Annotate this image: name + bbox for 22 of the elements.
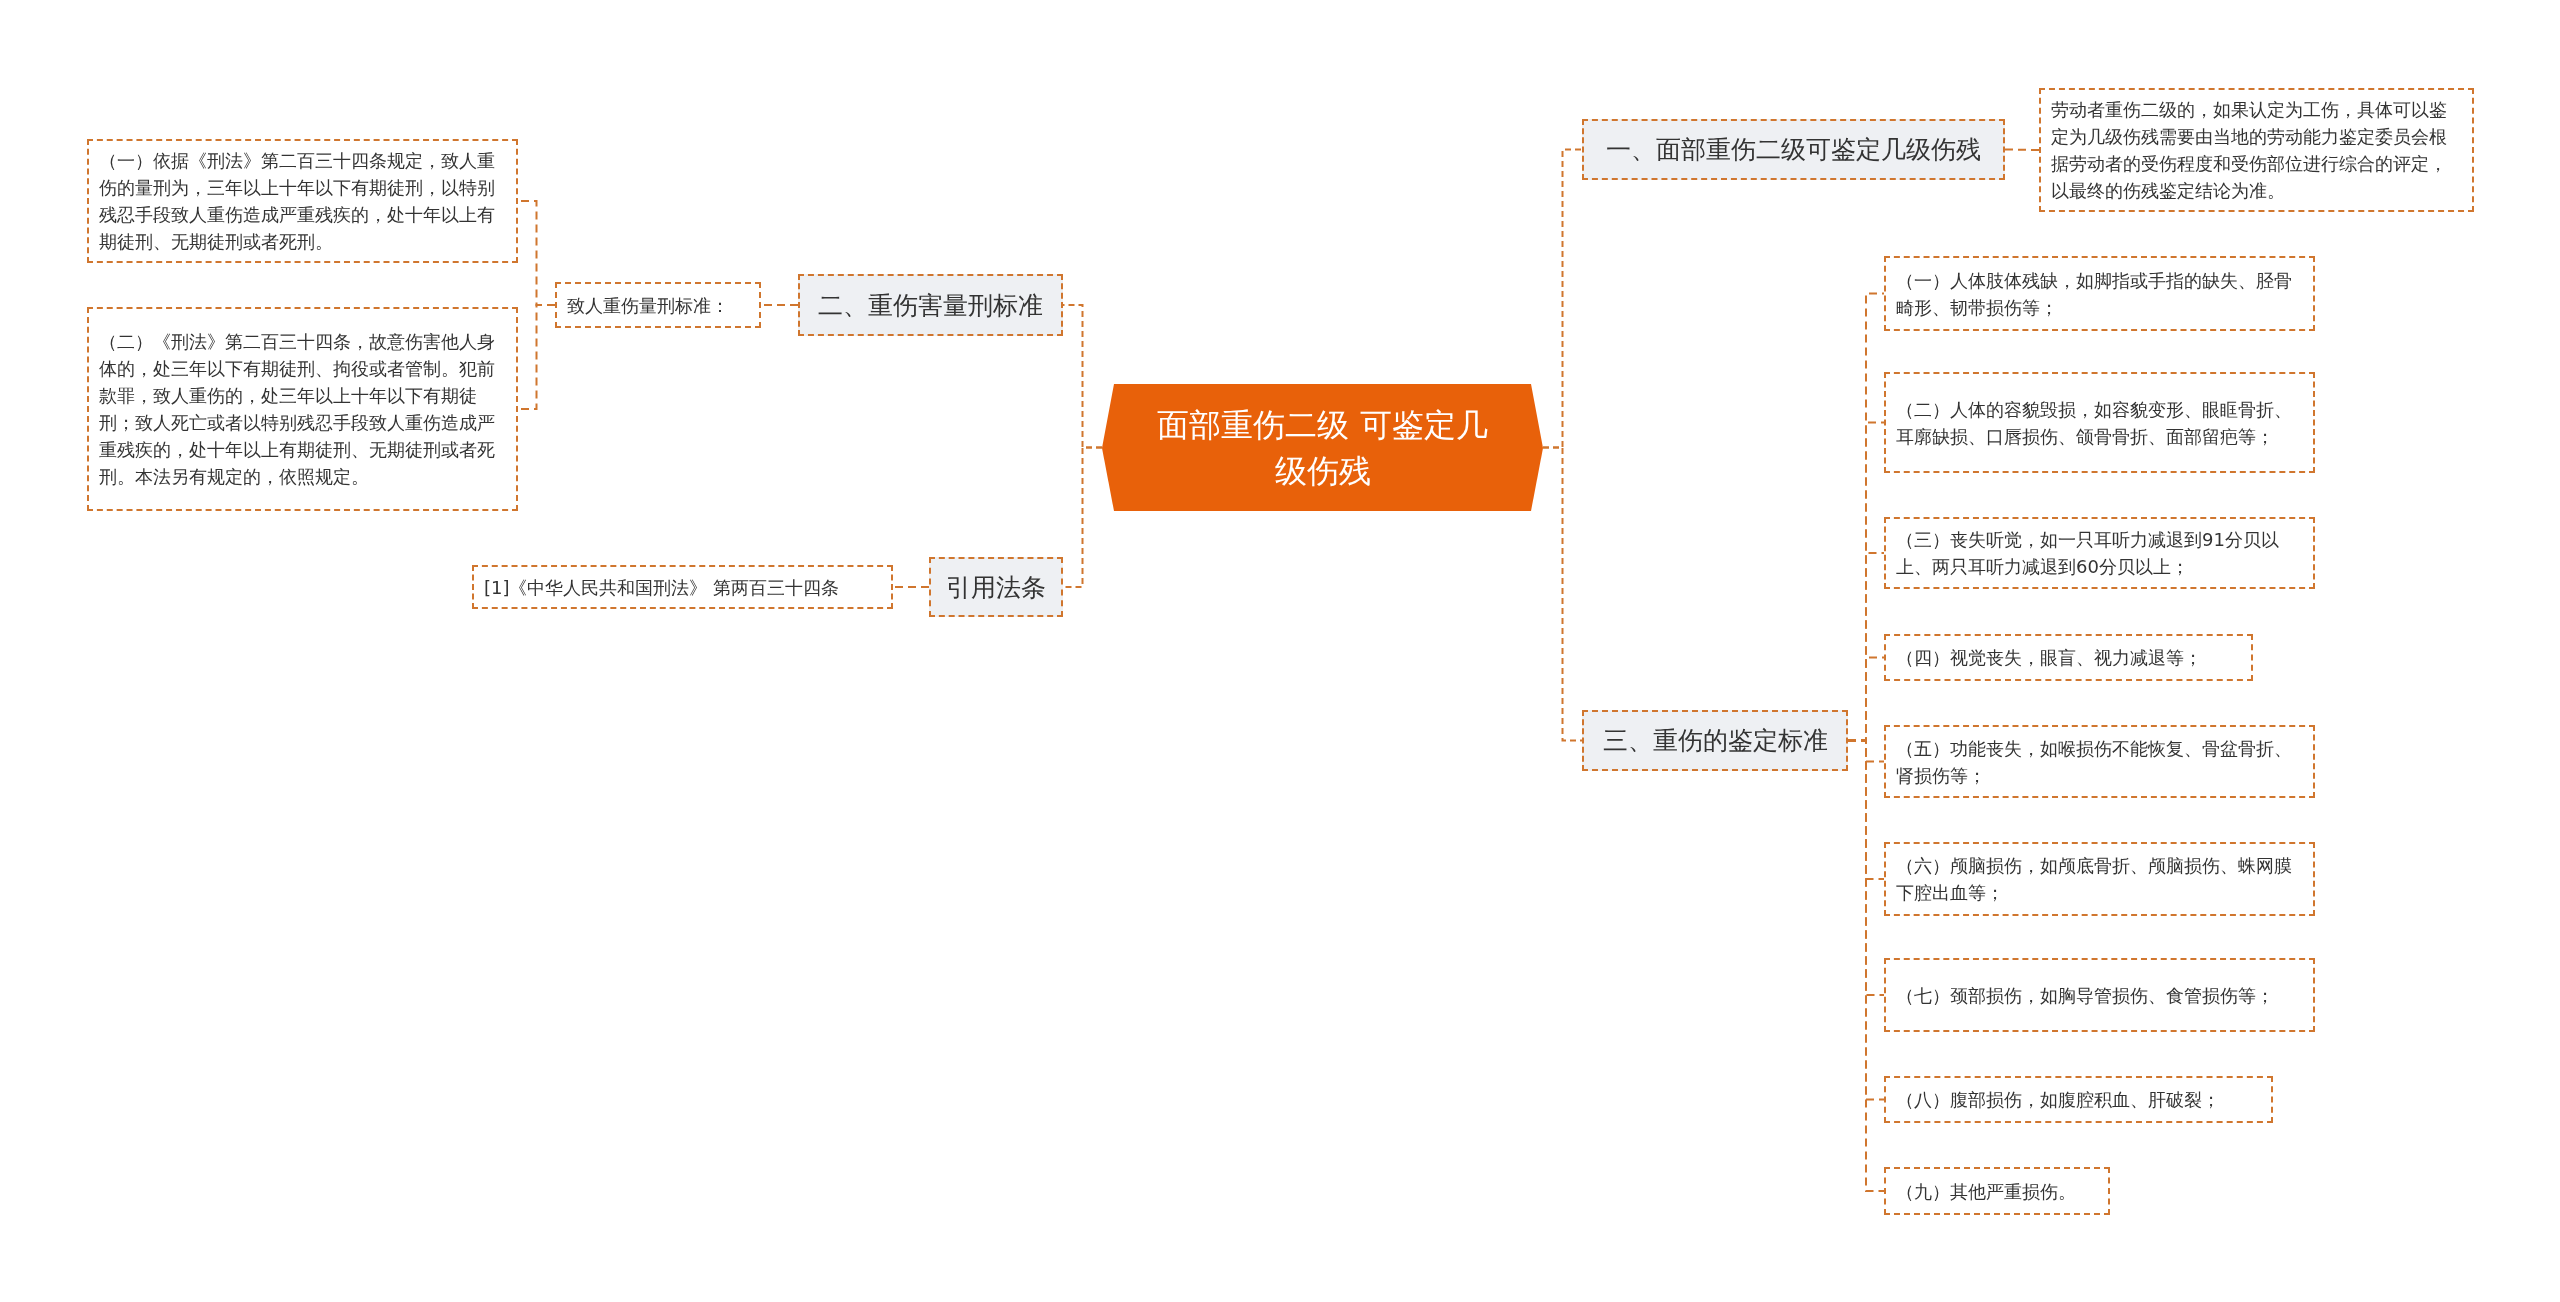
item-box: （六）颅脑损伤，如颅底骨折、颅脑损伤、蛛网膜下腔出血等；: [1884, 842, 2315, 916]
note-box: 劳动者重伤二级的，如果认定为工伤，具体可以鉴定为几级伤残需要由当地的劳动能力鉴定委员会根据劳动者的受伤程度和受伤部位进行综合的评定，以最终的伤残鉴定结论为准。: [2039, 88, 2474, 212]
item-box: （九）其他严重损伤。: [1884, 1167, 2110, 1215]
item-box: （一）人体肢体残缺，如脚指或手指的缺失、胫骨畸形、韧带损伤等；: [1884, 256, 2315, 331]
note-box: [1]《中华人民共和国刑法》 第两百三十四条: [472, 565, 893, 609]
item-box: （八）腹部损伤，如腹腔积血、肝破裂；: [1884, 1076, 2273, 1123]
note-box: （二）《刑法》第二百三十四条，故意伤害他人身体的，处三年以下有期徒刑、拘役或者管制。犯前款罪，致人重伤的，处三年以上十年以下有期徒刑；致人死亡或者以特别残忍手段致人重伤造成严重残疾的，处十年以上有期徒刑、无期徒刑或者死刑。本法另有规定的，依照规定。: [87, 307, 518, 511]
topic-box: 一、面部重伤二级可鉴定几级伤残: [1582, 119, 2005, 180]
note-box: （一）依据《刑法》第二百三十四条规定，致人重伤的量刑为，三年以上十年以下有期徒刑，以特别残忍手段致人重伤造成严重残疾的，处十年以上有期徒刑、无期徒刑或者死刑。: [87, 139, 518, 263]
connector-line: [892, 586, 930, 588]
subtopic-box: 致人重伤量刑标准：: [555, 282, 761, 328]
central-topic: 面部重伤二级 可鉴定几级伤残: [1102, 384, 1543, 511]
item-box: （二）人体的容貌毁损，如容貌变形、眼眶骨折、耳廓缺损、口唇损伤、颌骨骨折、面部留疤等；: [1884, 372, 2315, 473]
connector-line: [2004, 148, 2040, 151]
item-box: （三）丧失听觉，如一只耳听力减退到91分贝以上、两只耳听力减退到60分贝以上；: [1884, 517, 2315, 589]
item-box: （七）颈部损伤，如胸导管损伤、食管损伤等；: [1884, 958, 2315, 1032]
item-box: （五）功能丧失，如喉损伤不能恢复、骨盆骨折、肾损伤等；: [1884, 725, 2315, 798]
topic-box: 引用法条: [929, 557, 1063, 617]
topic-box: 三、重伤的鉴定标准: [1582, 710, 1848, 771]
connector-line: [1542, 446, 1583, 742]
topic-box: 二、重伤害量刑标准: [798, 274, 1063, 336]
item-box: （四）视觉丧失，眼盲、视力减退等；: [1884, 634, 2253, 681]
